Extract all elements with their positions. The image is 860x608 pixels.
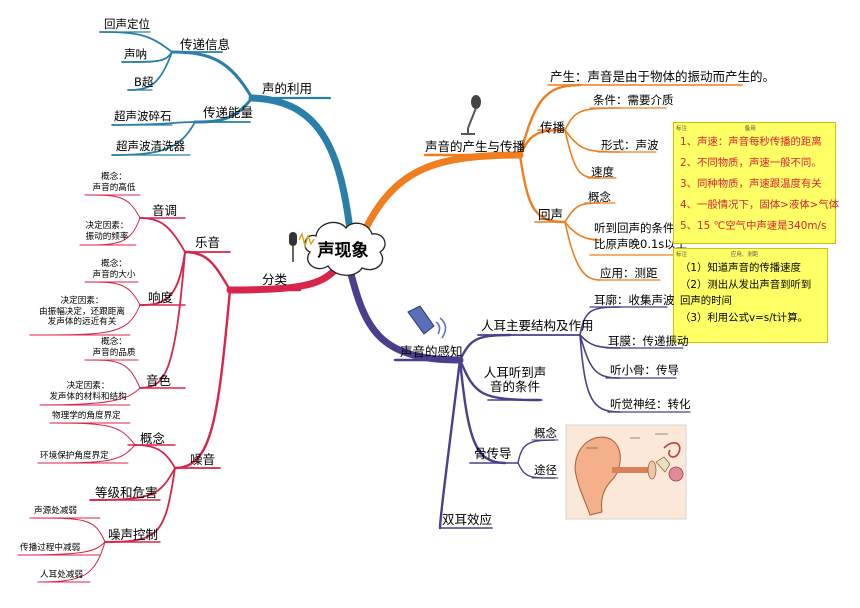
use-info-item: 声呐	[124, 47, 147, 61]
timbre-label: 音色	[146, 373, 172, 388]
echo-condition: 听到回声的条件：	[594, 221, 686, 235]
bone-conduction-label: 骨传导	[474, 446, 512, 461]
pitch-label: 音调	[152, 203, 178, 218]
note-line: 回声的时间	[680, 295, 732, 307]
center-cloud	[304, 221, 386, 276]
hearing-condition: 人耳听到声音的条件	[483, 365, 547, 395]
note-line: 5、15 ℃空气中声速是340m/s	[680, 220, 827, 232]
echo-application: 应用：测距	[600, 266, 658, 280]
note-echo: 标注 应用、测距 （1）知道声音的传播速度 （2）测出从发出声音到听到 回声的时…	[673, 248, 828, 343]
pitch-factor: 决定因素：振动的频率	[85, 221, 129, 242]
noise-concept-item: 环境保护角度界定	[40, 451, 109, 461]
note-line: 3、同种物质，声速跟温度有关	[680, 178, 822, 190]
use-energy-label: 传递能量	[203, 105, 254, 120]
ear-structure-label: 人耳主要结构及作用	[481, 318, 594, 333]
ear-structure-item: 听觉神经：转化	[610, 397, 691, 411]
stand-microphone-icon	[461, 95, 481, 135]
propagation-label: 传播	[540, 120, 566, 135]
branch-classification	[17, 194, 339, 583]
use-info-label: 传递信息	[180, 37, 231, 52]
note-line: （2）测出从发出声音到听到	[680, 279, 812, 291]
bone-conduction-item: 途径	[534, 463, 557, 477]
propagation-item: 速度	[591, 165, 614, 179]
use-info-item: B超	[134, 75, 154, 89]
note-line: 1、声速：声音每秒传播的距离	[680, 136, 822, 148]
binaural-effect: 双耳效应	[442, 512, 493, 527]
noise-level: 等级和危害	[95, 485, 158, 500]
propagation-item: 条件：需要介质	[593, 93, 674, 107]
propagation-item: 形式：声波	[601, 138, 659, 152]
note-line: （1）知道声音的传播速度	[680, 262, 801, 274]
microphone-icon	[289, 231, 315, 262]
note-line: 2、不同物质，声速一般不同。	[680, 157, 822, 169]
bone-conduction-item: 概念	[534, 426, 557, 440]
ear-structure-item: 耳廓：收集声波	[594, 293, 675, 307]
note-line: （3）利用公式v=s/t计算。	[680, 312, 808, 324]
timbre-factor: 决定因素：发声体的材料和结构	[49, 381, 127, 402]
note-header: 标注 应用、测距	[676, 252, 759, 258]
classification-title: 分类	[262, 272, 288, 287]
noise-control-item: 人耳处减弱	[40, 570, 83, 580]
perception-title: 声音的感知	[400, 344, 463, 359]
noise-control-label: 噪声控制	[108, 527, 159, 542]
echo-label: 回声	[538, 207, 564, 222]
production-origin: 产生：声音是由于物体的振动而产生的。	[550, 69, 776, 84]
noise-label: 噪音	[190, 452, 216, 467]
loudness-concept: 概念：声音的大小	[92, 259, 136, 280]
noise-concept-label: 概念	[140, 431, 166, 446]
music-label: 乐音	[195, 235, 221, 250]
ear-structure-item: 耳膜：传递振动	[608, 334, 689, 348]
ear-structure-item: 听小骨：传导	[610, 363, 679, 377]
loudness-label: 响度	[148, 290, 174, 305]
use-title: 声的利用	[262, 81, 313, 96]
note-header: 标注 备用	[676, 126, 756, 132]
noise-control-item: 声源处减弱	[34, 506, 77, 516]
use-energy-item: 超声波碎石	[114, 109, 172, 123]
timbre-concept: 概念：声音的品质	[92, 337, 136, 358]
branch-use	[99, 31, 354, 234]
noise-control-item: 传播过程中减弱	[20, 543, 81, 553]
pitch-concept: 概念：声音的高低	[92, 172, 136, 193]
production-title: 声音的产生与传播	[425, 139, 526, 154]
speaker-icon	[407, 305, 447, 339]
ear-anatomy-image	[565, 424, 687, 520]
center-title: 声现象	[317, 241, 369, 261]
branch-production	[354, 83, 743, 281]
use-info-item: 回声定位	[104, 17, 150, 31]
note-line: 4、一般情况下，固体>液体>气体	[680, 199, 840, 211]
noise-concept-item: 物理学的角度界定	[52, 411, 121, 421]
use-energy-item: 超声波清洗器	[116, 139, 185, 153]
note-speed: 标注 备用 1、声速：声音每秒传播的距离 2、不同物质，声速一般不同。 3、同种…	[673, 122, 840, 244]
echo-concept: 概念	[588, 190, 611, 204]
loudness-factor: 决定因素：由振幅决定，还跟距离发声体的远近有关	[39, 296, 125, 328]
echo-condition: 比原声晚0.1s以上	[594, 237, 688, 251]
branch-perception	[346, 266, 691, 530]
